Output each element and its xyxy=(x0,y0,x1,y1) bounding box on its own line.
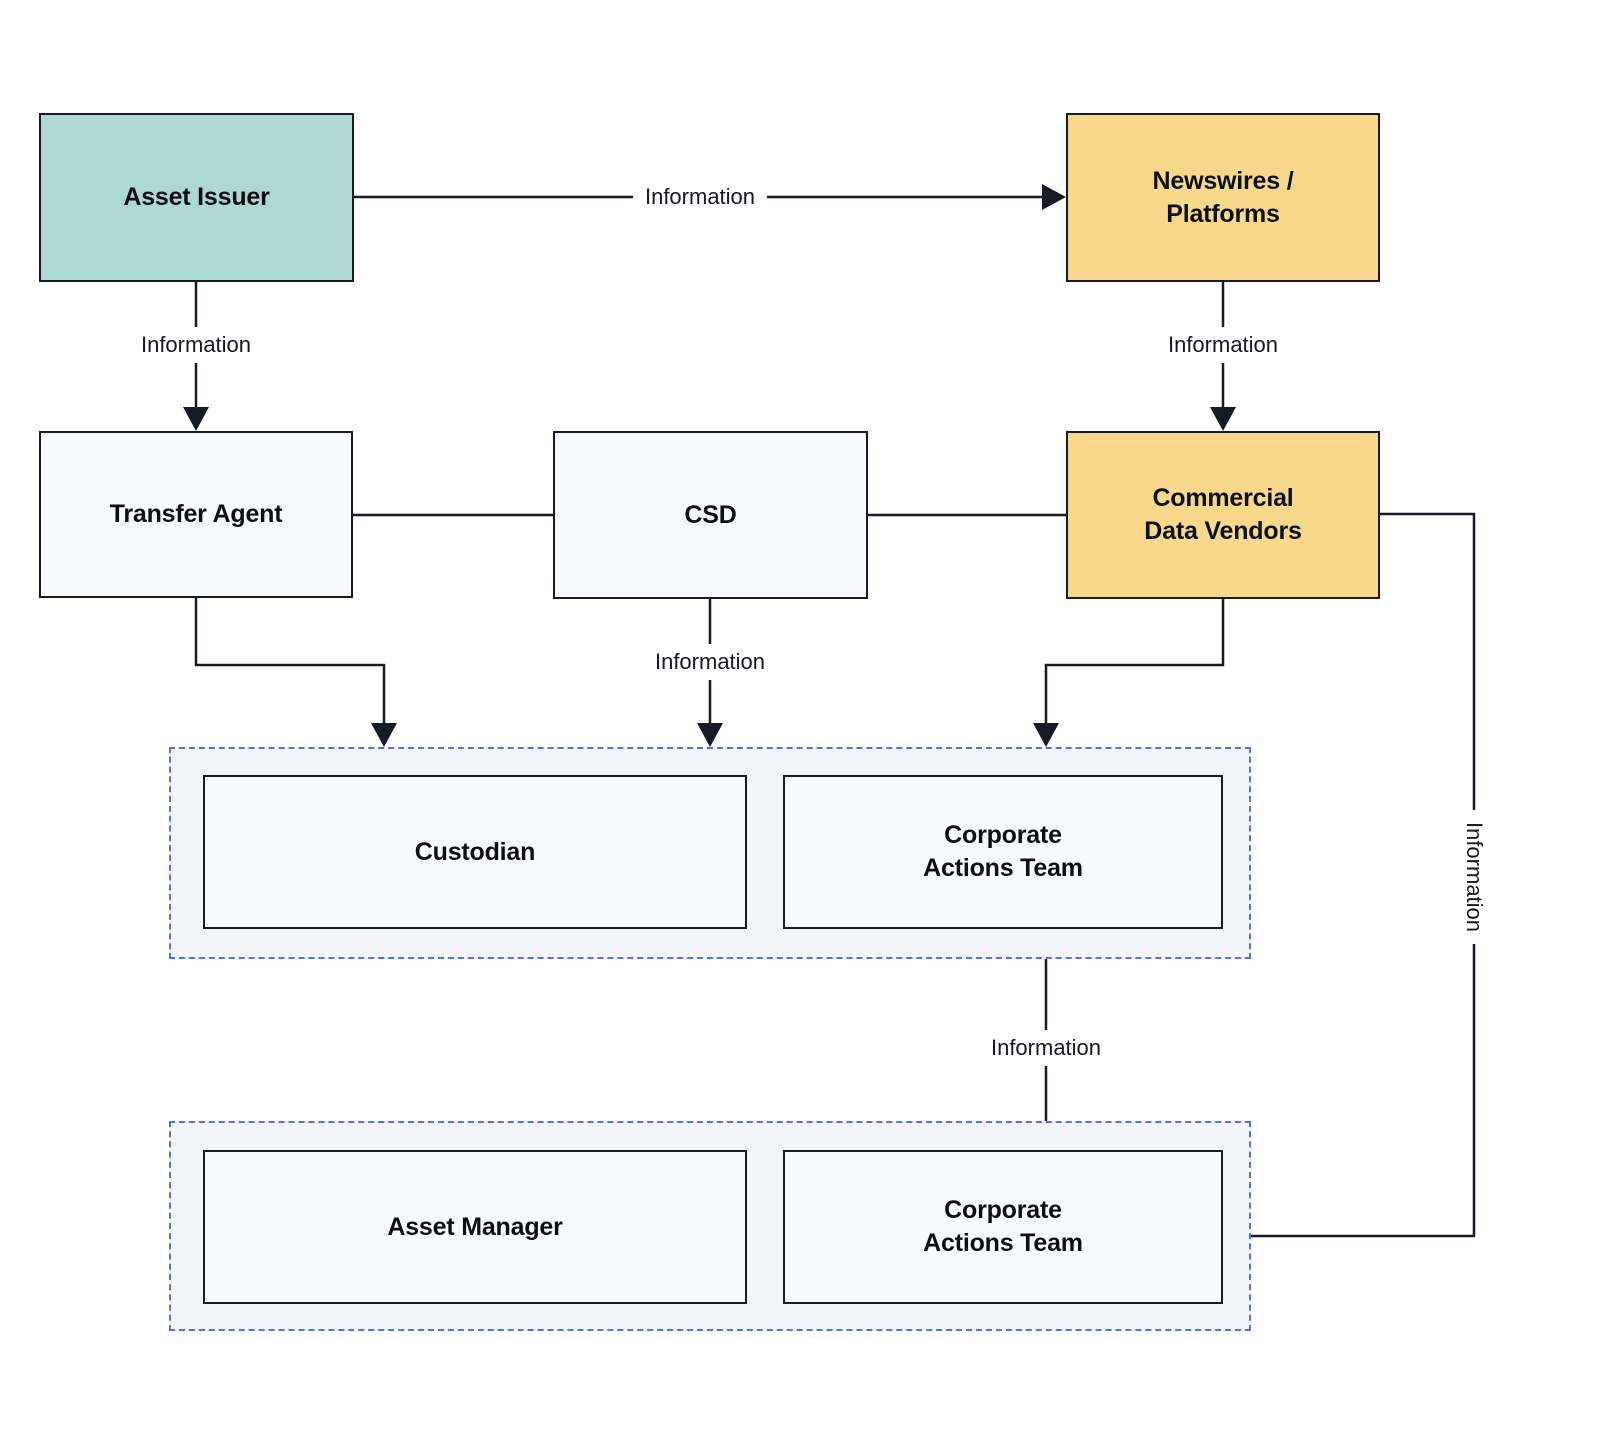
node-asset-manager-label: Asset Manager xyxy=(387,1212,563,1241)
edge-label-information-asset-issuer: Information xyxy=(128,327,264,363)
node-corporate-actions-team-sell-side: Corporate Actions Team xyxy=(783,775,1223,929)
edge-label-information-top: Information xyxy=(632,179,768,215)
node-newswires-platforms: Newswires / Platforms xyxy=(1066,113,1380,282)
node-custodian-label: Custodian xyxy=(414,837,536,866)
node-transfer-agent-label: Transfer Agent xyxy=(109,500,283,528)
node-transfer-agent: Transfer Agent xyxy=(39,431,353,598)
node-corporate-actions-team-buy-side: Corporate Actions Team xyxy=(783,1150,1223,1304)
node-custodian: Custodian xyxy=(203,775,747,929)
edge-transfer-agent-to-custodian-group xyxy=(194,598,397,747)
node-asset-manager: Asset Manager xyxy=(203,1150,747,1304)
edge-commercial-data-vendors-to-cat-sell xyxy=(1033,599,1225,747)
edge-label-information-newswires: Information xyxy=(1155,327,1291,363)
node-commercial-data-vendors-label: Commercial Data Vendors xyxy=(1144,484,1302,545)
edge-label-information-right-side: Information xyxy=(1456,809,1492,945)
node-newswires-platforms-label: Newswires / Platforms xyxy=(1152,166,1294,228)
node-csd-label: CSD xyxy=(684,500,737,529)
node-asset-issuer-label: Asset Issuer xyxy=(123,183,270,211)
edge-label-information-cat: Information xyxy=(978,1030,1114,1066)
edge-label-information-csd: Information xyxy=(642,644,778,680)
node-corporate-actions-team-sell-side-label: Corporate Actions Team xyxy=(923,821,1083,882)
node-corporate-actions-team-buy-side-label: Corporate Actions Team xyxy=(923,1196,1083,1257)
node-csd: CSD xyxy=(553,431,868,599)
node-commercial-data-vendors: Commercial Data Vendors xyxy=(1066,431,1380,599)
node-asset-issuer: Asset Issuer xyxy=(39,113,354,282)
edge-commercial-data-vendors-to-cat-buy xyxy=(1223,512,1476,1249)
